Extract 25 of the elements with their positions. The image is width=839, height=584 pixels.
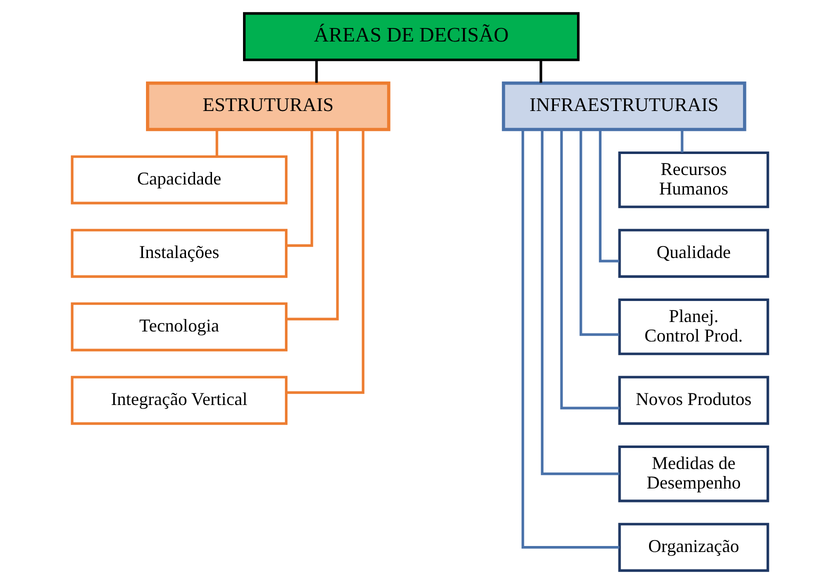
connector xyxy=(521,130,619,549)
node-box: INFRAESTRUTURAIS xyxy=(501,81,746,132)
node-box: Instalações xyxy=(70,228,287,278)
connector xyxy=(680,130,683,152)
node-box: ÁREAS DE DECISÃO xyxy=(242,12,580,62)
connector xyxy=(286,130,338,320)
node-box: Tecnologia xyxy=(70,302,287,352)
connector xyxy=(540,130,619,476)
connector xyxy=(215,130,218,156)
connector xyxy=(286,130,364,394)
connector xyxy=(560,130,619,410)
connector xyxy=(579,130,619,336)
connector xyxy=(598,130,619,262)
connector xyxy=(286,130,313,247)
connector xyxy=(314,60,318,83)
connector xyxy=(539,60,542,83)
node-box: Capacidade xyxy=(70,155,287,204)
node-box: Medidas de Desempenho xyxy=(618,445,769,502)
node-box: Recursos Humanos xyxy=(618,151,769,208)
node-box: Qualidade xyxy=(618,228,769,278)
node-box: Integração Vertical xyxy=(70,376,287,425)
node-box: Novos Produtos xyxy=(618,376,769,425)
node-box: Organização xyxy=(618,522,769,572)
node-box: Planej. Control Prod. xyxy=(618,298,769,356)
node-box: ESTRUTURAIS xyxy=(145,81,390,132)
